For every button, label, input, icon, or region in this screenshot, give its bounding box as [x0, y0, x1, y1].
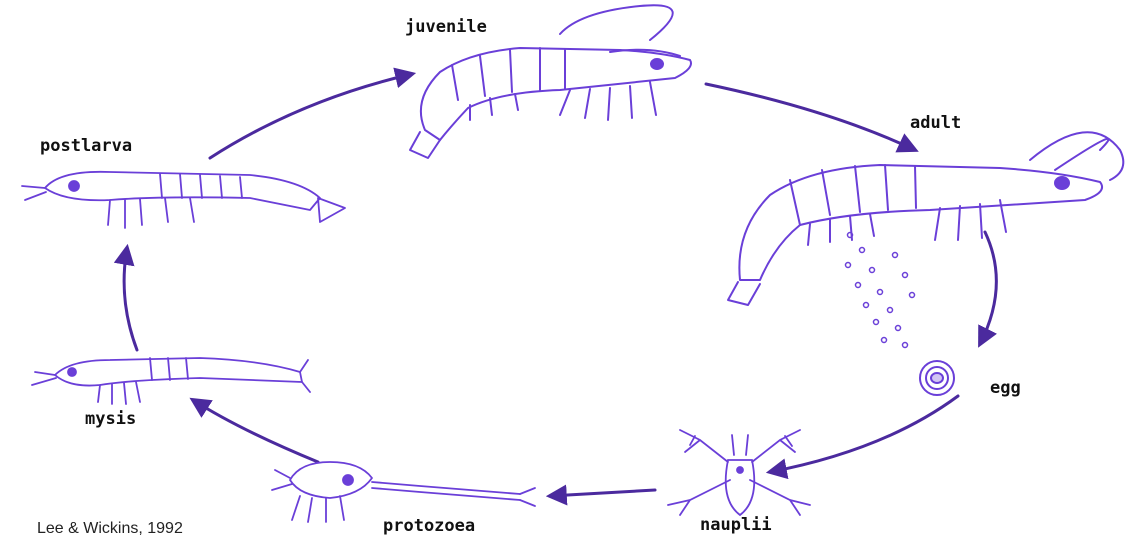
stage-label-egg: egg	[990, 380, 1021, 397]
stage-label-juvenile: juvenile	[405, 19, 487, 36]
stage-label-mysis: mysis	[85, 411, 136, 428]
stage-label-adult: adult	[910, 115, 961, 132]
source-credit: Lee & Wickins, 1992	[37, 521, 183, 537]
stage-label-protozoea: protozoea	[383, 518, 475, 535]
stage-label-postlarva: postlarva	[40, 138, 132, 155]
stage-label-nauplii: nauplii	[700, 517, 772, 534]
